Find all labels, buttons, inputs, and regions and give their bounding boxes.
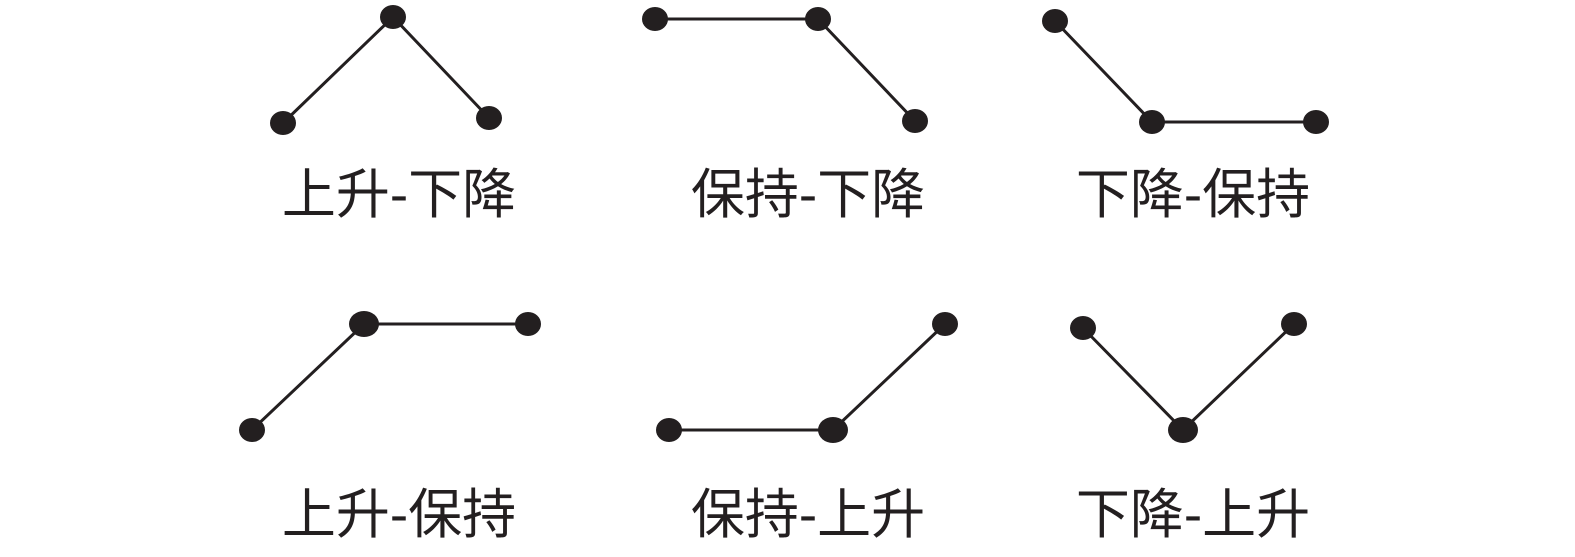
trend-line: [1053, 19, 1316, 124]
pattern-flat-up: 保持-上升: [656, 312, 958, 546]
point-node: [932, 312, 958, 336]
trend-line: [655, 17, 917, 123]
point-node: [1303, 110, 1329, 134]
pattern-label: 上升-保持: [282, 483, 516, 546]
point-node: [1139, 110, 1165, 134]
pattern-label: 保持-下降: [691, 163, 925, 226]
point-node: [902, 109, 928, 133]
pattern-label: 保持-上升: [691, 483, 925, 546]
pattern-down-up: 下降-上升: [1070, 312, 1310, 546]
trend-line: [669, 322, 947, 432]
point-node: [270, 111, 296, 135]
trend-line: [250, 322, 528, 432]
point-node: [476, 106, 502, 130]
pattern-label: 下降-上升: [1076, 483, 1310, 546]
point-node: [1070, 316, 1096, 340]
point-node: [349, 311, 379, 337]
trend-line: [1081, 322, 1296, 433]
point-node: [1168, 417, 1198, 443]
pattern-flat-down: 保持-下降: [642, 7, 928, 226]
point-node: [805, 7, 831, 31]
pattern-up-down: 上升-下降: [270, 5, 516, 226]
point-node: [380, 5, 406, 29]
trend-line: [281, 14, 491, 125]
pattern-label: 下降-保持: [1076, 163, 1310, 226]
point-node: [239, 418, 265, 442]
pattern-up-flat: 上升-保持: [239, 311, 541, 546]
point-node: [515, 312, 541, 336]
point-node: [1042, 9, 1068, 33]
point-node: [818, 417, 848, 443]
point-node: [1281, 312, 1307, 336]
pattern-down-flat: 下降-保持: [1042, 9, 1329, 226]
point-node: [656, 418, 682, 442]
point-node: [642, 7, 668, 31]
pattern-label: 上升-下降: [282, 163, 516, 226]
